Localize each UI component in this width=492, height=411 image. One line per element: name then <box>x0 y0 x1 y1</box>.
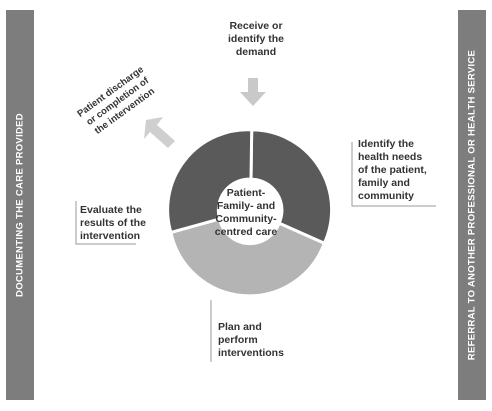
segment-evaluate <box>166 128 254 235</box>
documenting-bar: DOCUMENTING THE CARE PROVIDED <box>6 10 34 400</box>
plan-perform-label: Plan and perform interventions <box>218 321 284 359</box>
referral-bar: REFERRAL TO ANOTHER PROFESSIONAL OR HEAL… <box>458 10 486 400</box>
leader-line-left <box>75 201 136 245</box>
segment-identify-needs <box>249 128 334 246</box>
discharge-arrow-icon <box>144 117 175 148</box>
leader-line-right <box>351 142 436 207</box>
segment-plan-perform <box>169 217 327 298</box>
center-label: Patient- Family- and Community- centred … <box>214 187 278 238</box>
evaluate-results-label: Evaluate the results of the intervention <box>80 204 146 242</box>
identify-needs-label: Identify the health needs of the patient… <box>358 138 427 202</box>
receive-demand-label: Receive or identify the demand <box>228 20 285 58</box>
down-arrow-icon <box>240 78 266 106</box>
